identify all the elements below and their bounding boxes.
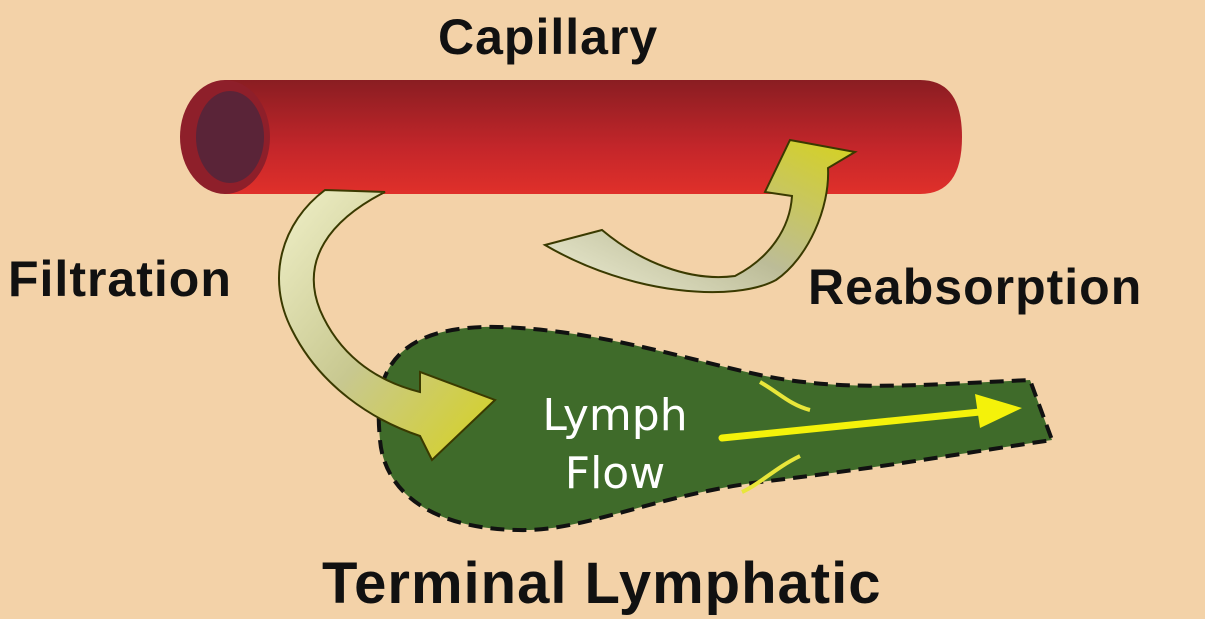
reabsorption-label: Reabsorption: [808, 258, 1142, 316]
terminal-lymphatic-label: Terminal Lymphatic: [322, 550, 881, 617]
filtration-arrow-icon: [279, 190, 495, 460]
capillary-body: [225, 80, 962, 194]
capillary-label: Capillary: [438, 8, 658, 66]
lymph-flow-label-line1: Lymph: [520, 390, 710, 441]
filtration-label: Filtration: [8, 250, 232, 308]
capillary-lumen: [196, 91, 264, 183]
terminal-lymphatic-vessel: [379, 327, 1052, 530]
capillary-vessel: [180, 80, 962, 194]
lymph-flow-label-line2: Flow: [520, 448, 710, 499]
